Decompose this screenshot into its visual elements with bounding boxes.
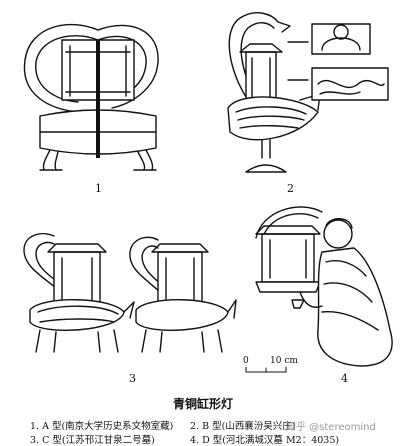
figure-number-4: 4 xyxy=(341,372,348,385)
caption-2: 2. B 型(山西襄汾吴兴庄) xyxy=(190,421,296,432)
figure-number-1: 1 xyxy=(95,182,102,195)
lamp-type-d-drawing xyxy=(255,206,393,367)
scale-bar xyxy=(245,366,287,373)
figure-number-3: 3 xyxy=(129,372,136,385)
scale-label-zero: 0 xyxy=(243,356,249,366)
lamp-type-c-drawing xyxy=(23,232,237,353)
lamp-type-a-drawing xyxy=(23,23,159,171)
figure-number-2: 2 xyxy=(287,182,294,195)
lamp-type-b-drawing xyxy=(227,12,389,173)
caption-3: 3. C 型(江苏邗江甘泉二号墓) xyxy=(30,435,155,446)
figure-title: 青铜缸形灯 xyxy=(172,397,233,411)
caption-4: 4. D 型(河北满城汉墓 M2：4035) xyxy=(190,435,340,446)
caption-1: 1. A 型(南京大学历史系文物室藏) xyxy=(30,421,174,432)
watermark: 知乎 @stereomind xyxy=(286,422,376,433)
scale-label-ten: 10 cm xyxy=(270,356,298,366)
